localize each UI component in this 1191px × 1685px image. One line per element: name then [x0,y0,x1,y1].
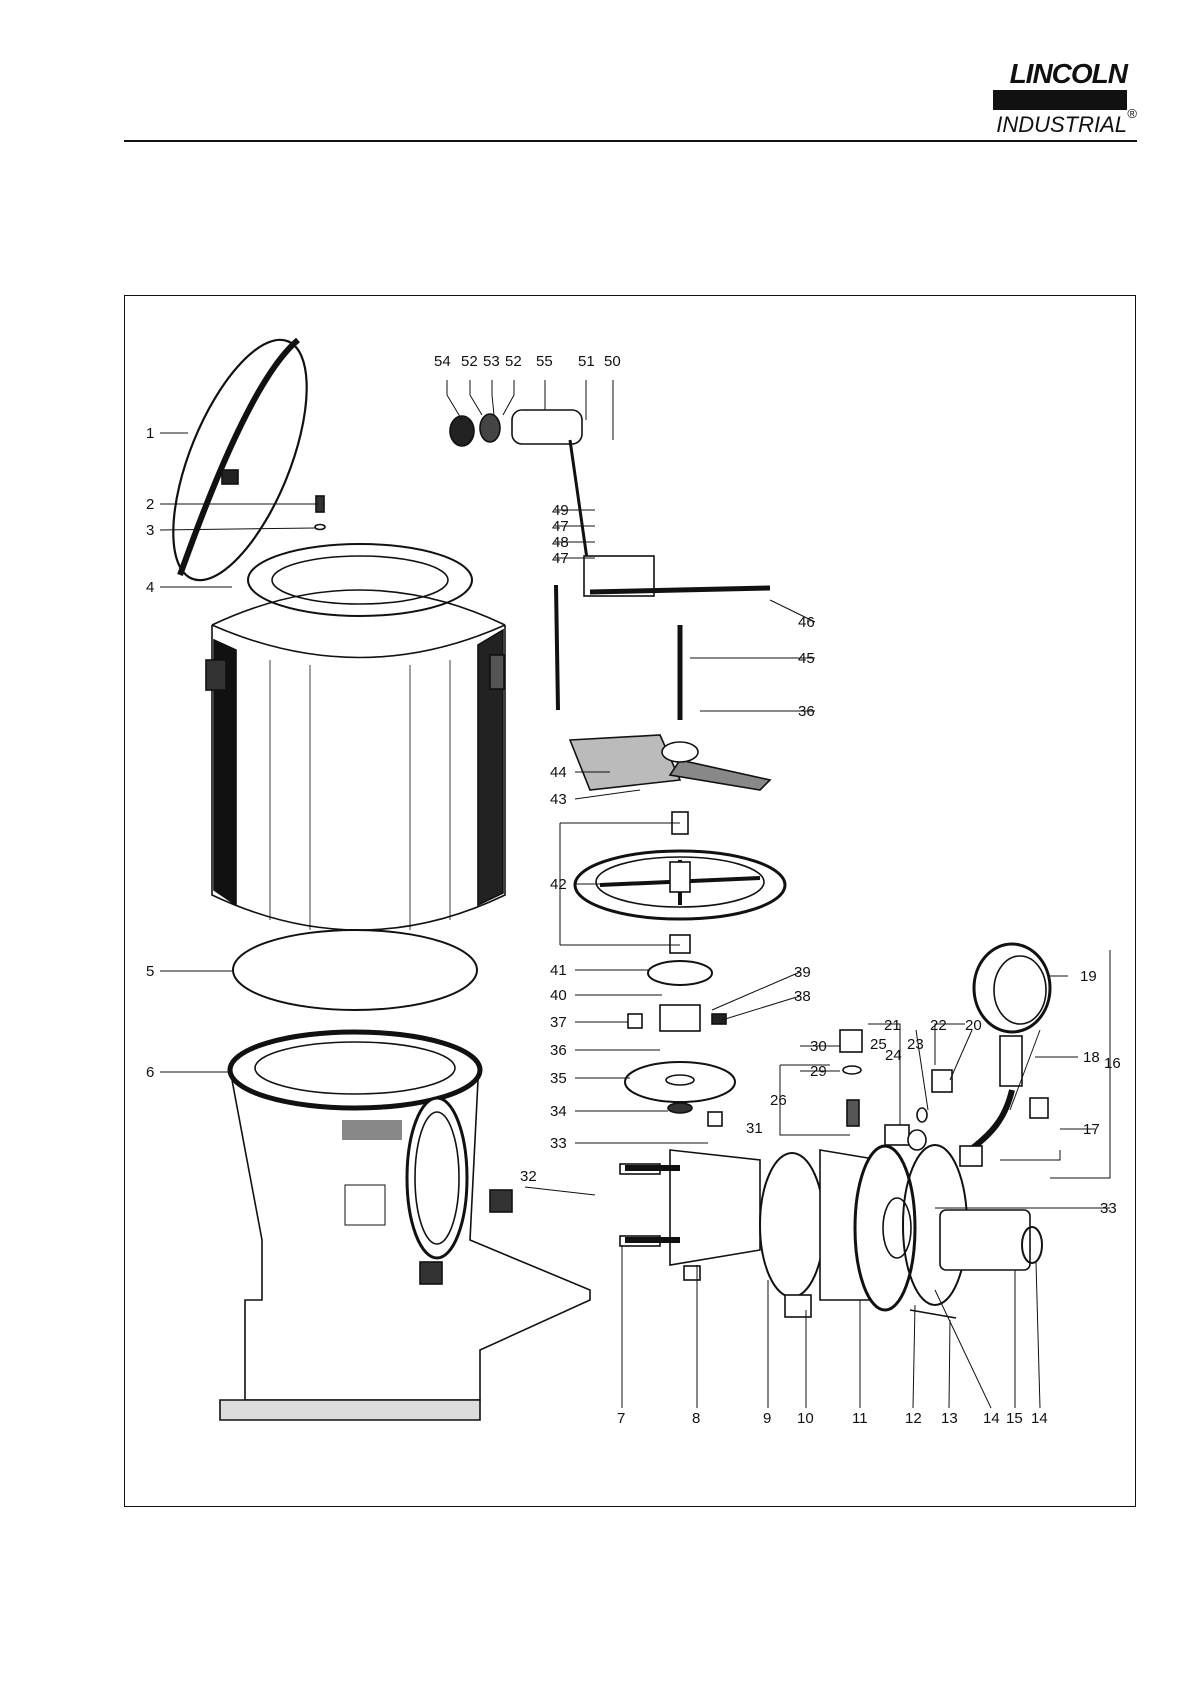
callout-35: 35 [550,1070,567,1087]
callout-38: 38 [794,988,811,1005]
callout-12: 12 [905,1410,922,1427]
callout-14a: 14 [983,1410,1000,1427]
callout-36b: 36 [798,703,815,720]
base-drawing [220,1032,590,1420]
callout-13: 13 [941,1410,958,1427]
callout-43: 43 [550,791,567,808]
callout-5: 5 [146,963,154,980]
callout-20: 20 [965,1017,982,1034]
callout-47b: 47 [552,550,569,567]
callout-15: 15 [1006,1410,1023,1427]
callout-52b: 52 [505,353,522,370]
callout-51: 51 [578,353,595,370]
callout-29: 29 [810,1063,827,1080]
callout-47a: 47 [552,518,569,535]
callout-49: 49 [552,502,569,519]
callout-33a: 33 [550,1135,567,1152]
callout-24: 24 [885,1047,902,1064]
callout-34: 34 [550,1103,567,1120]
callout-7: 7 [617,1410,625,1427]
pump-housing-drawing [620,1145,1042,1318]
callout-37: 37 [550,1014,567,1031]
callout-31: 31 [746,1120,763,1137]
callout-14b: 14 [1031,1410,1048,1427]
callout-54: 54 [434,353,451,370]
callout-6: 6 [146,1064,154,1081]
callout-55: 55 [536,353,553,370]
callout-41: 41 [550,962,567,979]
callout-40: 40 [550,987,567,1004]
callout-19: 19 [1080,968,1097,985]
callout-21: 21 [884,1017,901,1034]
callout-36a: 36 [550,1042,567,1059]
stirrer-paddle-drawing [570,735,770,834]
callout-32: 32 [520,1168,537,1185]
callout-42: 42 [550,876,567,893]
callout-3: 3 [146,522,154,539]
callout-33b: 33 [1100,1200,1117,1217]
callout-16: 16 [1104,1055,1121,1072]
callout-2: 2 [146,496,154,513]
callout-4: 4 [146,579,154,596]
callout-53: 53 [483,353,500,370]
callout-11: 11 [852,1410,868,1427]
callout-23: 23 [907,1036,924,1053]
callout-46: 46 [798,614,815,631]
callout-48: 48 [552,534,569,551]
callout-9: 9 [763,1410,771,1427]
callout-44: 44 [550,764,567,781]
callout-8: 8 [692,1410,700,1427]
callout-25: 25 [870,1036,887,1053]
callout-17: 17 [1083,1121,1100,1138]
callout-26: 26 [770,1092,787,1109]
callout-18: 18 [1083,1049,1100,1066]
callout-52a: 52 [461,353,478,370]
container-drawing [206,544,505,930]
callout-22: 22 [930,1017,947,1034]
callout-39: 39 [794,964,811,981]
callout-45: 45 [798,650,815,667]
pressure-gauge-drawing [960,944,1050,1166]
feed-wheel-drawing [575,851,785,919]
callout-1: 1 [146,425,154,442]
callout-30: 30 [810,1038,827,1055]
callout-10: 10 [797,1410,814,1427]
callout-50: 50 [604,353,621,370]
